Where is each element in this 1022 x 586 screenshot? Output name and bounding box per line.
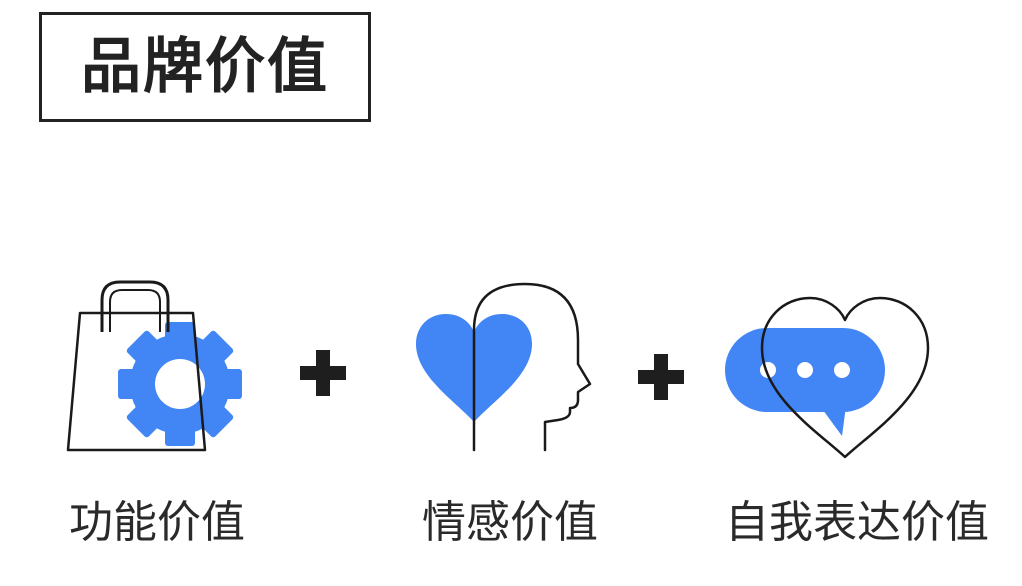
shopping-bag-gear-icon [66, 280, 242, 452]
plus-icon [300, 350, 346, 396]
gear-icon [118, 322, 242, 446]
page-title: 品牌价值 [81, 32, 329, 102]
caption-self-expression-value: 自我表达价值 [725, 497, 989, 548]
speech-bubble-icon [725, 328, 885, 436]
title-box: 品牌价值 [39, 12, 371, 122]
heart-outline-icon [760, 296, 930, 459]
caption-emotional-value: 情感价值 [422, 497, 598, 548]
head-profile-icon [472, 282, 592, 452]
caption-functional-value: 功能价值 [69, 497, 245, 548]
heart-head-icon [416, 282, 592, 452]
plus-icon [638, 354, 684, 400]
shopping-bag-icon [66, 280, 207, 452]
speech-bubble-heart-icon [725, 296, 930, 459]
